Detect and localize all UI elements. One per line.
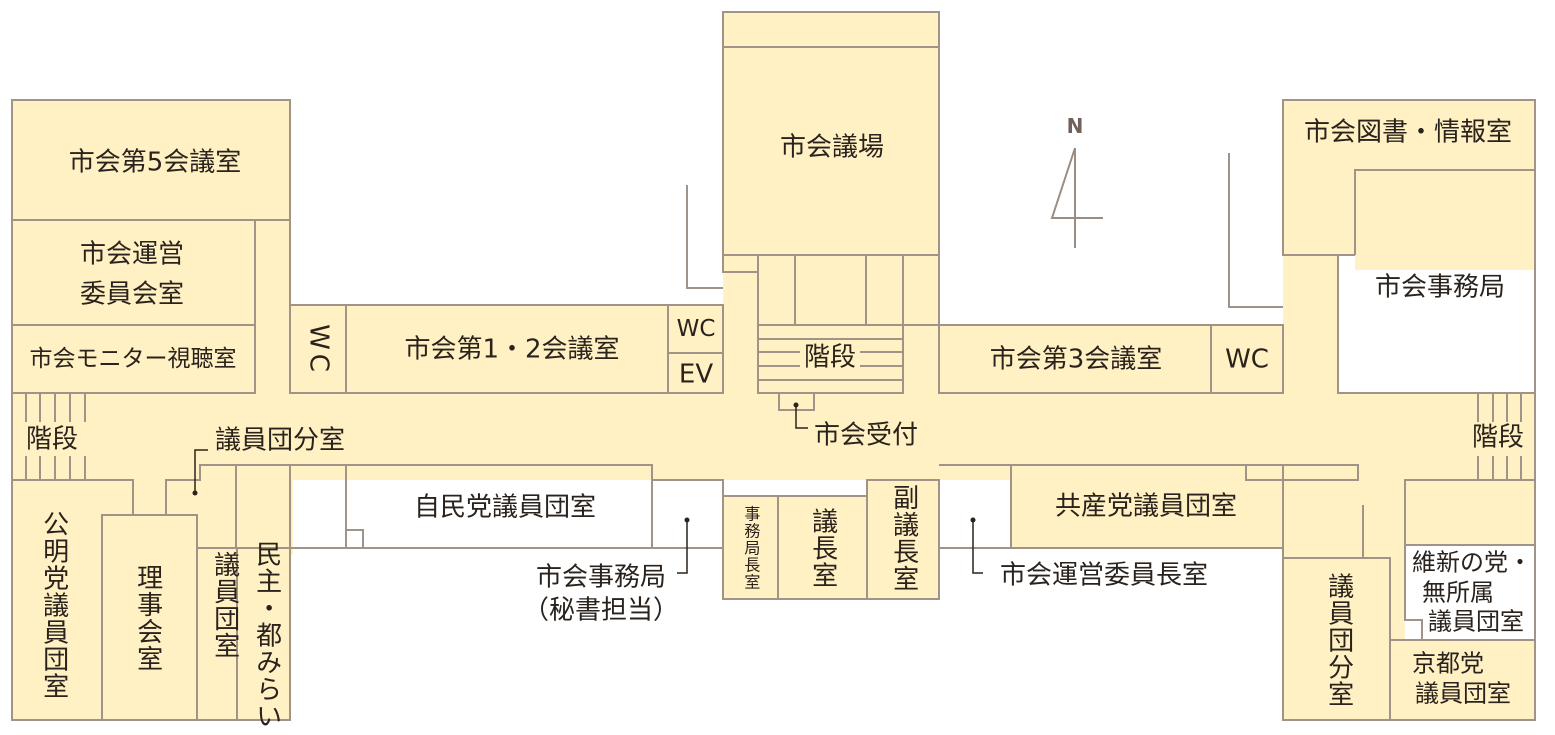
room-label-conf5: 市会第5会議室 bbox=[68, 147, 242, 178]
room-label-wc-mid: WC bbox=[676, 316, 716, 343]
room-label-unei-1: 市会運営 bbox=[79, 239, 185, 270]
wall bbox=[794, 254, 867, 326]
leader-dot bbox=[192, 490, 198, 496]
callout-hisho-1: 市会事務局 bbox=[535, 562, 667, 594]
room-label-jimin: 自民党議員団室 bbox=[413, 492, 597, 523]
room-label-conf3: 市会第3会議室 bbox=[989, 344, 1163, 375]
room-monitor bbox=[11, 324, 256, 394]
room-label-wc-right: WC bbox=[1225, 344, 1269, 375]
room-label-ishin-3: 議員団室 bbox=[1428, 607, 1524, 636]
room-label-kyoto-1: 京都党 bbox=[1412, 649, 1484, 678]
room-label-rijikai: 理事会室 bbox=[132, 564, 163, 672]
room-gijo bbox=[722, 46, 940, 256]
wall bbox=[865, 254, 904, 326]
room-label-stairs-center: 階段 bbox=[799, 342, 861, 374]
wall bbox=[795, 405, 808, 429]
wall bbox=[1282, 464, 1359, 481]
wall bbox=[1404, 544, 1536, 640]
wall bbox=[1404, 479, 1536, 546]
room-jimukyokucho bbox=[722, 495, 779, 600]
room-label-unei-2: 委員会室 bbox=[79, 279, 185, 310]
room-gicho bbox=[777, 495, 868, 600]
room-label-minshu: 民主・都みらい bbox=[251, 540, 282, 730]
leader-dot bbox=[970, 517, 976, 523]
room-label-bunshitsu-right: 議員団分室 bbox=[1323, 572, 1354, 708]
wall bbox=[194, 449, 208, 493]
room-label-stairs-right: 階段 bbox=[1467, 422, 1529, 454]
room-label-kyosan: 共産党議員団室 bbox=[1054, 491, 1238, 522]
wall bbox=[1283, 169, 1535, 394]
room-giindan bbox=[196, 547, 238, 721]
callout-bunshitsu-left: 議員団分室 bbox=[214, 425, 346, 456]
room-label-wc-left: WC bbox=[303, 324, 334, 376]
wall bbox=[722, 11, 940, 48]
wall bbox=[722, 254, 759, 273]
room-label-ishin-1: 維新の党・ bbox=[1412, 548, 1532, 577]
room-label-ev: EV bbox=[678, 359, 714, 390]
room-label-ishin-2: 無所属 bbox=[1422, 578, 1494, 607]
room-label-fukugicho: 副議長室 bbox=[888, 484, 919, 592]
wall bbox=[686, 185, 723, 289]
callout-iinchoshitsu: 市会運営委員長室 bbox=[999, 560, 1209, 592]
room-label-gijo: 市会議場 bbox=[779, 132, 885, 163]
north-arrow-icon bbox=[1050, 147, 1103, 248]
room-rijikai bbox=[101, 514, 198, 721]
room-label-gicho: 議長室 bbox=[807, 507, 838, 589]
room-kyoto bbox=[1389, 639, 1536, 721]
room-label-jimukyoku: 市会事務局 bbox=[1374, 272, 1506, 303]
room-wc-right bbox=[1210, 324, 1284, 394]
room-ev bbox=[667, 352, 724, 394]
room-label-giindan: 議員団室 bbox=[209, 551, 240, 659]
wall bbox=[677, 520, 688, 574]
wall bbox=[1050, 147, 1103, 248]
wall bbox=[165, 464, 291, 548]
room-label-monitor: 市会モニター視聴室 bbox=[29, 346, 237, 373]
wall bbox=[1477, 393, 1522, 480]
room-label-conf12: 市会第1・2会議室 bbox=[404, 334, 620, 365]
room-label-jimukyokucho: 事務局長室 bbox=[741, 505, 761, 591]
room-label-stairs-left: 階段 bbox=[21, 424, 83, 456]
wall bbox=[1283, 255, 1338, 393]
room-kyosan bbox=[1010, 464, 1284, 549]
room-label-kyoto-2: 議員団室 bbox=[1415, 679, 1511, 708]
north-label: N bbox=[1066, 114, 1084, 138]
room-conf5 bbox=[11, 99, 291, 221]
wall bbox=[972, 520, 983, 574]
wall bbox=[1245, 464, 1284, 481]
callout-hisho-2: （秘書担当） bbox=[522, 595, 680, 627]
room-bunshitsu-right bbox=[1282, 557, 1391, 721]
wall bbox=[255, 220, 290, 393]
wall bbox=[1228, 153, 1283, 308]
room-label-komei: 公明党議員団室 bbox=[38, 510, 69, 700]
wall bbox=[757, 254, 796, 326]
wall bbox=[1355, 170, 1535, 270]
wall bbox=[25, 393, 86, 480]
leader-dot bbox=[793, 402, 799, 408]
room-label-library: 市会図書・情報室 bbox=[1303, 117, 1513, 148]
room-fukugicho bbox=[866, 479, 940, 600]
room-unei bbox=[11, 219, 256, 326]
leader-dot bbox=[684, 517, 690, 523]
callout-uketsuke: 市会受付 bbox=[813, 420, 919, 451]
room-minshu bbox=[236, 547, 291, 721]
